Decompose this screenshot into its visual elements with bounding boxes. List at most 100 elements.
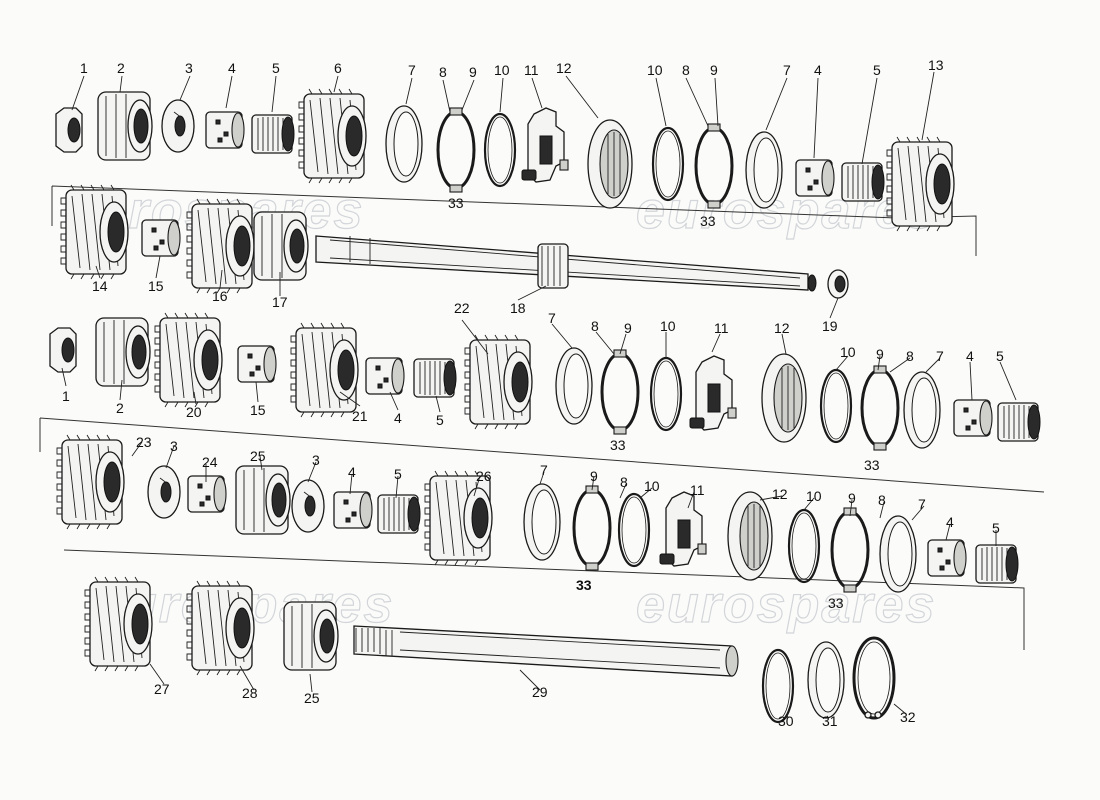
callout-label: 9: [876, 346, 884, 362]
part-sleeve: [205, 111, 245, 149]
part-bearing: [283, 601, 339, 671]
part-mainshaft: [315, 235, 817, 292]
part-band: [860, 364, 900, 452]
callout-label: 15: [148, 278, 164, 294]
part-gear: [56, 434, 125, 530]
part-coupler: [587, 119, 633, 209]
callout-label: 3: [312, 452, 320, 468]
part-shim-ring: [807, 641, 845, 719]
part-spring-ring: [649, 356, 683, 432]
callout-label: 9: [710, 62, 718, 78]
part-shift-fork: [521, 107, 569, 183]
part-sleeve: [187, 475, 227, 513]
leader-lines: [61, 71, 1017, 723]
part-band: [436, 106, 476, 194]
part-nut: [55, 107, 83, 153]
callout-label: 8: [439, 64, 447, 80]
part-needle-cage: [841, 162, 885, 202]
callout-label: 7: [918, 496, 926, 512]
callout-label: 9: [469, 64, 477, 80]
callout-label: 9: [624, 320, 632, 336]
callout-label: 4: [394, 410, 402, 426]
callout-label: 10: [806, 488, 822, 504]
callout-label: 5: [394, 466, 402, 482]
callout-label: 12: [556, 60, 572, 76]
callout-label: 16: [212, 288, 228, 304]
callout-label: 5: [873, 62, 881, 78]
part-gear: [298, 88, 367, 184]
part-gear: [424, 470, 493, 566]
callout-label: 8: [878, 492, 886, 508]
callout-label: 10: [660, 318, 676, 334]
callout-label: 24: [202, 454, 218, 470]
part-sleeve: [333, 491, 373, 529]
callout-label: 11: [714, 320, 729, 336]
callout-label: 17: [272, 294, 288, 310]
callout-label: 15: [250, 402, 266, 418]
part-sleeve: [141, 219, 181, 257]
callout-label: 27: [154, 681, 170, 697]
callout-label: 32: [900, 709, 916, 725]
callout-label: 1: [62, 388, 70, 404]
watermark-text: eurospares: [636, 182, 936, 240]
callout-label: 4: [814, 62, 822, 78]
callout-label: 25: [304, 690, 320, 706]
callout-label: 29: [532, 684, 548, 700]
callout-label: 10: [494, 62, 510, 78]
part-band: [572, 484, 612, 572]
callout-label: 4: [946, 514, 954, 530]
part-seal: [827, 269, 849, 299]
callout-label: 33: [610, 437, 626, 453]
part-synchro-ring: [523, 483, 561, 561]
part-gear: [84, 576, 153, 672]
callout-label: 4: [348, 464, 356, 480]
part-gear: [154, 312, 223, 408]
callout-label: 11: [524, 62, 539, 78]
callout-label: 20: [186, 404, 202, 420]
callout-label: 12: [772, 486, 788, 502]
part-spring-ring: [787, 508, 821, 584]
callout-label: 13: [928, 57, 944, 73]
callout-label: 33: [700, 213, 716, 229]
callout-label: 1: [80, 60, 88, 76]
part-gear: [290, 322, 359, 418]
callout-label: 3: [185, 60, 193, 76]
callout-label: 8: [682, 62, 690, 78]
part-gear: [60, 184, 129, 280]
group-frame-3: [63, 549, 1025, 650]
callout-label: 5: [436, 412, 444, 428]
group-frame-2: [39, 417, 1045, 493]
part-synchro-ring: [555, 347, 593, 425]
callout-label: 19: [822, 318, 838, 334]
part-sleeve: [795, 159, 835, 197]
callout-label: 7: [408, 62, 416, 78]
part-lock-washer: [161, 99, 195, 153]
callout-label: 23: [136, 434, 152, 450]
part-synchro-ring: [385, 105, 423, 183]
part-shift-fork: [659, 491, 707, 567]
part-spring-ring: [819, 368, 853, 444]
callout-labels: 1 2 3 4 5 6 7 8 9 10 11 12 10 8 9 7 4 5 …: [62, 57, 1004, 729]
part-needle-cage: [975, 544, 1019, 584]
part-synchro-ring: [903, 371, 941, 449]
watermark-text: eurospares: [636, 576, 936, 634]
part-circlip: [761, 648, 795, 724]
callout-label: 31: [822, 713, 838, 729]
callout-label: 2: [117, 60, 125, 76]
callout-label: 10: [647, 62, 663, 78]
callout-label: 10: [840, 344, 856, 360]
callout-label: 9: [590, 468, 598, 484]
part-gear: [886, 136, 955, 232]
part-synchro-ring: [879, 515, 917, 593]
part-gear: [186, 198, 255, 294]
callout-label: 33: [828, 595, 844, 611]
callout-label: 6: [334, 60, 342, 76]
callout-label: 12: [774, 320, 790, 336]
callout-label: 10: [644, 478, 660, 494]
part-sleeve: [953, 399, 993, 437]
callout-label: 33: [864, 457, 880, 473]
part-lock-washer: [147, 465, 181, 519]
part-bearing: [253, 211, 309, 281]
part-spring-ring: [617, 492, 651, 568]
